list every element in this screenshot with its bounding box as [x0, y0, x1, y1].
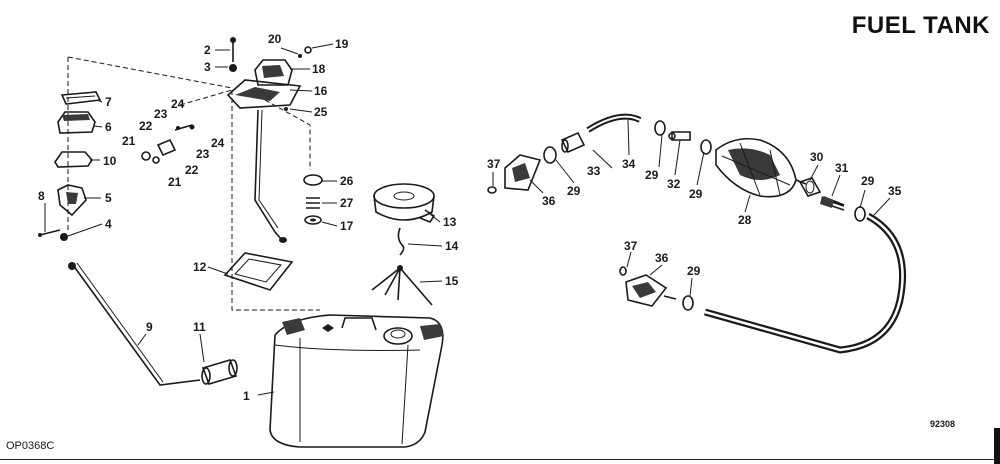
lower-fuel-hose: [704, 212, 907, 354]
callout-20: 20: [268, 32, 282, 46]
callout-1: 1: [243, 389, 250, 403]
callout-33: 33: [587, 164, 601, 178]
primer-bulb: [715, 137, 807, 198]
hose-sleeve: [560, 131, 586, 154]
callout-15: 15: [445, 274, 459, 288]
page-edge-tab: [994, 428, 1000, 464]
callout-16: 16: [314, 84, 328, 98]
callout-19: 19: [335, 37, 349, 51]
callout-27: 27: [340, 196, 354, 210]
gauge-plate: [226, 79, 302, 243]
callout-35: 35: [888, 184, 902, 198]
callout-2: 2: [204, 43, 211, 57]
callout-14: 14: [445, 239, 459, 253]
callout-labels: 1 2 3 4 5 6 7 8 9 10 11 12 13 14 15 16 1…: [38, 32, 902, 403]
fuel-tank-body: [269, 314, 444, 448]
drawing-number: 92308: [930, 419, 956, 429]
callout-21-lower: 21: [168, 175, 182, 189]
callout-22-upper: 22: [139, 119, 153, 133]
engine-connector-lower: [619, 266, 677, 307]
callout-10: 10: [103, 154, 117, 168]
callout-3: 3: [204, 60, 211, 74]
callout-8: 8: [38, 189, 45, 203]
callout-37-lower: 37: [624, 239, 638, 253]
callout-29-b: 29: [645, 168, 659, 182]
callout-11: 11: [193, 320, 206, 334]
callout-36-upper: 36: [542, 194, 556, 208]
callout-36-lower: 36: [655, 251, 669, 265]
callout-29-a: 29: [567, 184, 581, 198]
cap-chain: [371, 227, 433, 306]
callout-24-upper: 24: [171, 97, 185, 111]
callout-24-lower: 24: [211, 136, 225, 150]
callout-7: 7: [105, 95, 112, 109]
callout-5: 5: [105, 191, 112, 205]
callout-23-upper: 23: [154, 107, 168, 121]
bulb-fittings: [798, 177, 845, 211]
fuel-cap: [373, 183, 436, 223]
callout-12: 12: [193, 260, 207, 274]
pickup-tube: [68, 262, 201, 386]
callout-4: 4: [105, 217, 112, 231]
callout-30: 30: [810, 150, 824, 164]
check-valve: [668, 131, 691, 141]
diagram-title: FUEL TANK: [851, 12, 990, 39]
callout-37-upper: 37: [487, 157, 501, 171]
callout-13: 13: [443, 215, 457, 229]
callout-17: 17: [340, 219, 354, 233]
leader-lines: [44, 43, 891, 396]
callout-26: 26: [340, 174, 354, 188]
callout-23-lower: 23: [196, 147, 210, 161]
fuel-filter: [201, 359, 238, 385]
callout-18: 18: [312, 62, 326, 76]
engine-connector-upper: [487, 154, 542, 194]
callout-31: 31: [835, 161, 849, 175]
callout-28: 28: [738, 213, 752, 227]
left-stack-parts: [38, 91, 102, 241]
gauge-hardware: [141, 124, 195, 164]
callout-29-e: 29: [687, 264, 701, 278]
callout-29-c: 29: [689, 187, 703, 201]
tank-connector: [229, 37, 312, 111]
reference-code: OP0368C: [6, 440, 55, 452]
callout-25: 25: [314, 105, 328, 119]
callout-9: 9: [146, 320, 153, 334]
callout-29-d: 29: [861, 174, 875, 188]
vent-parts: [303, 174, 323, 225]
callout-6: 6: [105, 120, 112, 134]
upper-fuel-hose: [586, 113, 642, 133]
callout-34: 34: [622, 157, 636, 171]
bottom-rule: [0, 459, 1000, 460]
gasket: [223, 252, 294, 291]
callout-22-lower: 22: [185, 163, 199, 177]
callout-21-upper: 21: [122, 134, 136, 148]
callout-32: 32: [667, 177, 681, 191]
